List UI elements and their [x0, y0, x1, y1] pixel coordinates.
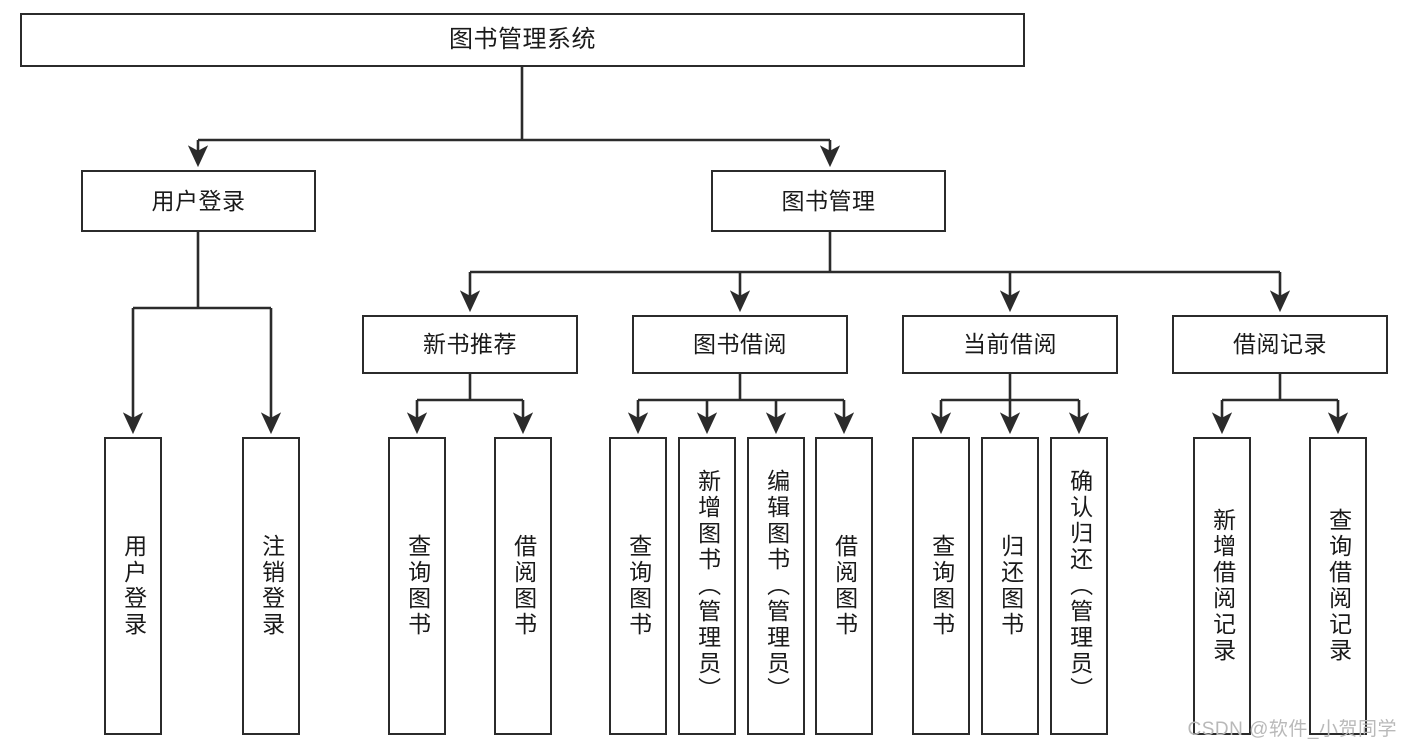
node-label: 查询图书: [404, 534, 431, 638]
leaf-current-borrow-confirm-return-admin[interactable]: 确认归还（管理员）: [1050, 437, 1108, 735]
node-borrowing-record[interactable]: 借阅记录: [1172, 315, 1388, 374]
node-label: 新书推荐: [423, 331, 517, 358]
leaf-user-login-login[interactable]: 用户登录: [104, 437, 162, 735]
leaf-user-login-logout[interactable]: 注销登录: [242, 437, 300, 735]
leaf-book-borrow-edit-book-admin[interactable]: 编辑图书（管理员）: [747, 437, 805, 735]
node-label: 查询图书: [928, 534, 955, 638]
leaf-book-borrow-borrow-books[interactable]: 借阅图书: [815, 437, 873, 735]
node-label: 当前借阅: [963, 331, 1057, 358]
node-label: 用户登录: [120, 534, 147, 638]
leaf-new-book-borrow-books[interactable]: 借阅图书: [494, 437, 552, 735]
node-current-borrowing[interactable]: 当前借阅: [902, 315, 1118, 374]
leaf-book-borrow-add-book-admin[interactable]: 新增图书（管理员）: [678, 437, 736, 735]
node-label: 归还图书: [997, 534, 1024, 638]
node-book-borrowing[interactable]: 图书借阅: [632, 315, 848, 374]
node-label: 查询图书: [625, 534, 652, 638]
leaf-borrow-record-add-record[interactable]: 新增借阅记录: [1193, 437, 1251, 735]
node-label: 图书管理: [781, 187, 876, 214]
node-label: 借阅图书: [510, 534, 537, 638]
leaf-current-borrow-return-books[interactable]: 归还图书: [981, 437, 1039, 735]
node-label: 图书管理系统: [449, 26, 596, 54]
node-label: 用户登录: [151, 187, 246, 214]
leaf-current-borrow-query-books[interactable]: 查询图书: [912, 437, 970, 735]
node-label: 借阅图书: [831, 534, 858, 638]
node-root-book-management-system[interactable]: 图书管理系统: [20, 13, 1025, 67]
node-label: 图书借阅: [693, 331, 787, 358]
leaf-book-borrow-query-books[interactable]: 查询图书: [609, 437, 667, 735]
node-label: 查询借阅记录: [1325, 508, 1352, 664]
watermark-text: CSDN @软件_小贺同学: [1187, 719, 1397, 740]
node-book-management[interactable]: 图书管理: [711, 170, 946, 232]
leaf-new-book-query-books[interactable]: 查询图书: [388, 437, 446, 735]
node-label: 注销登录: [258, 534, 285, 638]
node-label: 新增图书（管理员）: [694, 469, 721, 703]
node-label: 新增借阅记录: [1209, 508, 1236, 664]
leaf-borrow-record-query-record[interactable]: 查询借阅记录: [1309, 437, 1367, 735]
node-user-login[interactable]: 用户登录: [81, 170, 316, 232]
node-new-book-recommendation[interactable]: 新书推荐: [362, 315, 578, 374]
node-label: 确认归还（管理员）: [1066, 469, 1093, 703]
node-label: 编辑图书（管理员）: [763, 469, 790, 703]
node-label: 借阅记录: [1233, 331, 1327, 358]
